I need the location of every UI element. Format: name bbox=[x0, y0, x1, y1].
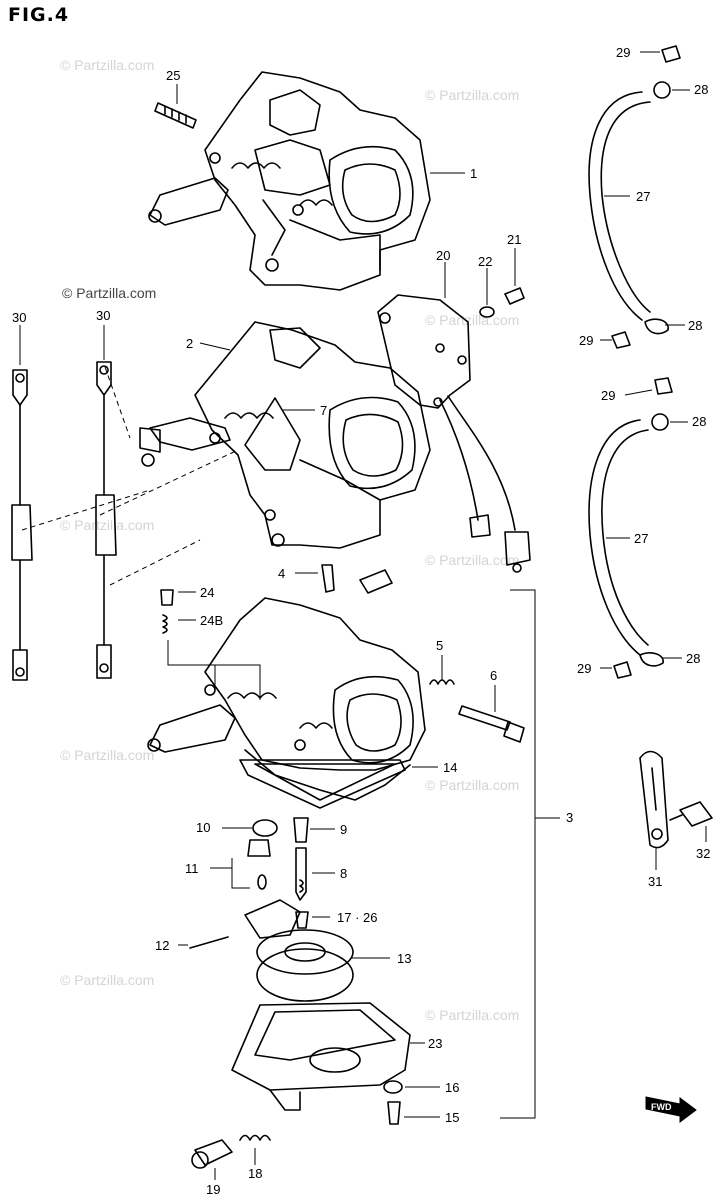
part-6-screw bbox=[458, 685, 525, 743]
part-18-spring bbox=[239, 1134, 271, 1165]
part-15-screw bbox=[387, 1101, 440, 1125]
watermark: © Partzilla.com bbox=[60, 972, 154, 988]
callout-1: 1 bbox=[470, 166, 477, 181]
part-10-washer bbox=[222, 819, 278, 837]
part-22-washer bbox=[479, 268, 495, 318]
callout-31: 31 bbox=[648, 874, 662, 889]
part-16-washer bbox=[383, 1080, 440, 1094]
callout-4: 4 bbox=[278, 566, 285, 581]
callout-23: 23 bbox=[428, 1036, 442, 1051]
callout-13: 13 bbox=[397, 951, 411, 966]
callout-20: 20 bbox=[436, 248, 450, 263]
callout-29-c: 29 bbox=[601, 388, 615, 403]
callout-16: 16 bbox=[445, 1080, 459, 1095]
callout-22: 22 bbox=[478, 254, 492, 269]
fwd-label: FWD bbox=[651, 1102, 672, 1112]
callout-29-a: 29 bbox=[616, 45, 630, 60]
part-21-screw bbox=[504, 248, 525, 305]
part-30-rod-left bbox=[11, 325, 33, 681]
fwd-direction-badge: FWD bbox=[645, 1096, 697, 1123]
watermark: © Partzilla.com bbox=[60, 57, 154, 73]
callout-27-upper: 27 bbox=[636, 189, 650, 204]
part-11-jet bbox=[210, 839, 271, 890]
part-3-bracket bbox=[500, 589, 560, 1119]
part-32-bolt bbox=[669, 801, 713, 842]
callout-27-lower: 27 bbox=[634, 531, 648, 546]
part-20-bracket bbox=[377, 262, 531, 573]
part-27-hose-lower bbox=[588, 377, 688, 679]
callout-12: 12 bbox=[155, 938, 169, 953]
callout-3: 3 bbox=[566, 810, 573, 825]
callout-32: 32 bbox=[696, 846, 710, 861]
part-8-emulsion-tube bbox=[295, 847, 335, 901]
part-27-hose-upper bbox=[588, 45, 690, 349]
part-25-stud bbox=[154, 84, 197, 129]
carburetor-bottom bbox=[147, 597, 426, 809]
callout-28-d: 28 bbox=[686, 651, 700, 666]
callout-30-right: 30 bbox=[96, 308, 110, 323]
callout-5: 5 bbox=[436, 638, 443, 653]
part-12-float-pin bbox=[178, 936, 229, 949]
carburetor-top bbox=[148, 71, 431, 291]
callout-15: 15 bbox=[445, 1110, 459, 1125]
callout-25: 25 bbox=[166, 68, 180, 83]
watermark: © Partzilla.com bbox=[425, 1007, 519, 1023]
watermarks: © Partzilla.com © Partzilla.com © Partzi… bbox=[60, 57, 519, 1023]
callout-18: 18 bbox=[248, 1166, 262, 1181]
callout-17-26: 17 · 26 bbox=[337, 910, 377, 925]
callout-19: 19 bbox=[206, 1182, 220, 1197]
callout-28-a: 28 bbox=[694, 82, 708, 97]
callout-11: 11 bbox=[185, 861, 199, 876]
carburetor-middle bbox=[139, 321, 431, 549]
callout-28-c: 28 bbox=[692, 414, 706, 429]
part-9-needle bbox=[293, 817, 335, 843]
watermark: © Partzilla.com bbox=[62, 285, 156, 301]
callout-7: 7 bbox=[320, 403, 327, 418]
linkage-dashed-lines bbox=[21, 366, 239, 586]
part-4-screw bbox=[295, 564, 393, 594]
callout-9: 9 bbox=[340, 822, 347, 837]
part-17-26-jet bbox=[295, 911, 330, 929]
part-31-lever bbox=[639, 750, 669, 870]
callout-6: 6 bbox=[490, 668, 497, 683]
callout-29-b: 29 bbox=[579, 333, 593, 348]
callout-2: 2 bbox=[186, 336, 193, 351]
part-24b-spring bbox=[162, 614, 261, 700]
watermark: © Partzilla.com bbox=[60, 747, 154, 763]
part-23-float-bowl bbox=[231, 1002, 425, 1111]
callout-24: 24 bbox=[200, 585, 214, 600]
part-19-drain-screw bbox=[191, 1139, 233, 1180]
part-2-leader bbox=[199, 342, 231, 351]
watermark: © Partzilla.com bbox=[425, 312, 519, 328]
callout-24b: 24B bbox=[200, 613, 223, 628]
part-30-rod-right bbox=[95, 325, 117, 679]
callout-21: 21 bbox=[507, 232, 521, 247]
part-13-float bbox=[244, 899, 390, 1002]
watermark: © Partzilla.com bbox=[425, 777, 519, 793]
callout-labels: 1 2 3 4 5 6 7 8 9 10 11 12 13 14 15 16 1… bbox=[12, 45, 710, 1197]
callout-30-left: 30 bbox=[12, 310, 26, 325]
watermark: © Partzilla.com bbox=[425, 87, 519, 103]
watermark: © Partzilla.com bbox=[60, 517, 154, 533]
callout-10: 10 bbox=[196, 820, 210, 835]
part-5-spring bbox=[429, 655, 455, 685]
figure-title: FIG.4 bbox=[8, 4, 70, 26]
callout-8: 8 bbox=[340, 866, 347, 881]
callout-28-b: 28 bbox=[688, 318, 702, 333]
callout-14: 14 bbox=[443, 760, 457, 775]
watermark: © Partzilla.com bbox=[425, 552, 519, 568]
part-24-screw bbox=[160, 589, 196, 606]
callout-29-d: 29 bbox=[577, 661, 591, 676]
